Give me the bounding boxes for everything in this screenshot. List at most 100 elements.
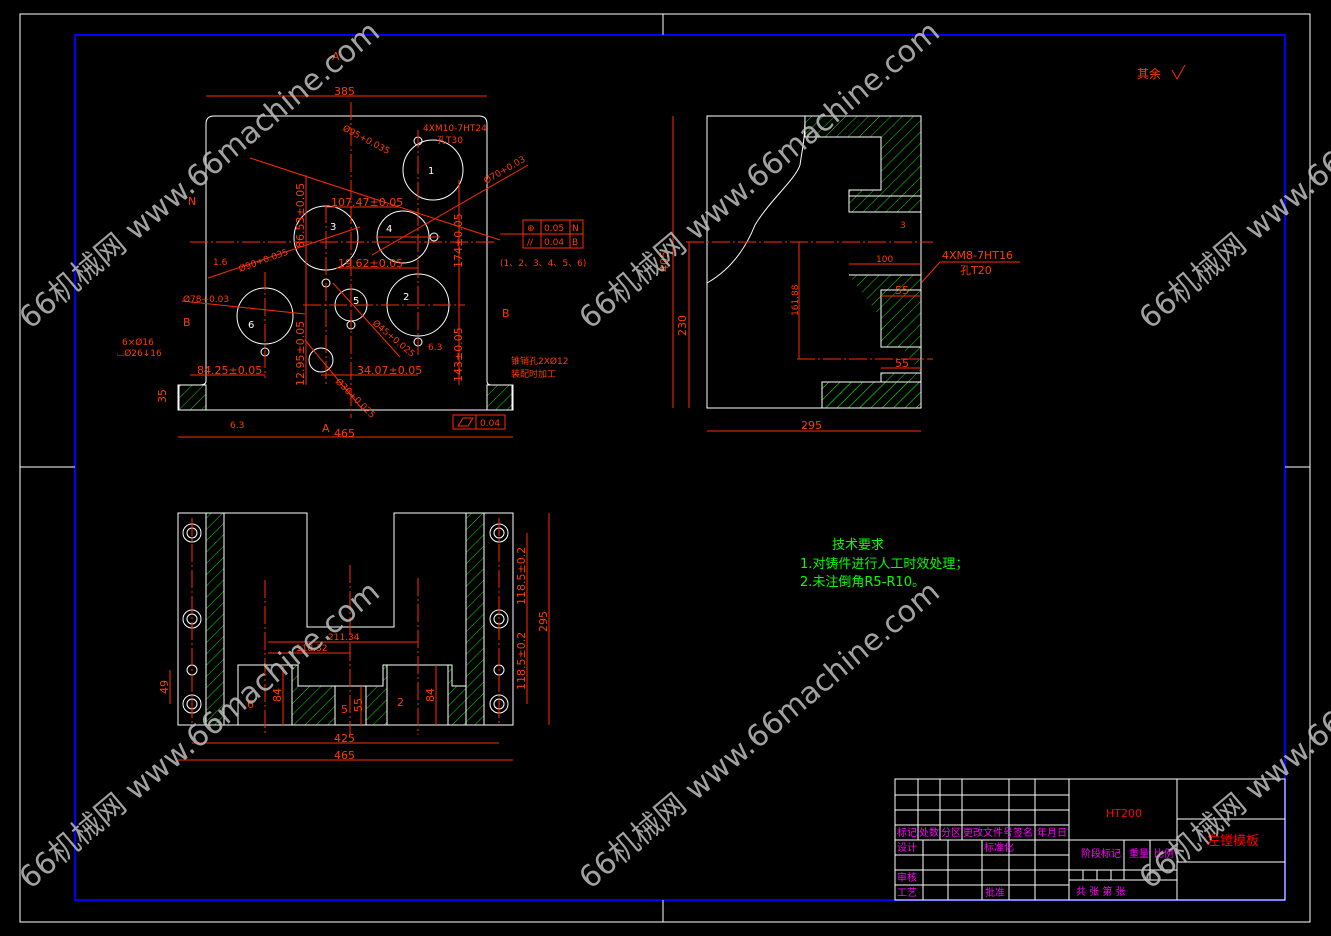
roughness-6-3-b: 6.3	[428, 343, 442, 353]
thread-depth-note: 孔T30	[437, 135, 463, 146]
drawing-frame	[74, 34, 1286, 901]
tech-req-title: 技术要求	[832, 538, 884, 553]
taper-pin-note: 锥销孔2XØ12	[511, 355, 568, 367]
bore-label-2: 2	[403, 292, 409, 303]
dim-425: 425	[334, 732, 355, 745]
dim-49: 49	[158, 680, 171, 694]
front-view: 1 2 3 4 5 6 385 465 35 A A B B N 4XM10-7…	[117, 50, 586, 440]
svg-text://: //	[527, 238, 534, 248]
section-b-left: B	[183, 316, 191, 329]
thread-note-m8: 4XM8-7HT16	[942, 249, 1013, 262]
roughness-symbol	[1171, 64, 1186, 81]
tolerance-frame-flatness: 0.04	[452, 414, 506, 430]
dim-dia-78: Ø78+0.03	[183, 294, 229, 305]
dim-211-34: 211.34	[328, 633, 360, 643]
dim-86-53: 86.53±0.05	[294, 183, 307, 248]
dim-84-25: 84.25±0.05	[197, 364, 262, 377]
tb-sheets: 共 张 第 张	[1076, 885, 1126, 898]
svg-text:66机械网 www.66machine.com: 66机械网 www.66machine.com	[13, 574, 387, 896]
tb-header-signature: 签名	[1013, 826, 1033, 839]
surface-roughness-note: 其余	[1137, 66, 1161, 81]
datum-n: N	[188, 195, 196, 208]
title-block: HT200 左镗模板 标记 处数 分区 更改文件号 签名 年月日 设计 标准化 …	[894, 778, 1286, 901]
watermarks: 66机械网 www.66machine.com 66机械网 www.66mach…	[13, 14, 1331, 896]
bore-label-3: 3	[330, 222, 336, 233]
dim-118-5-lower: 118.5±0.2	[515, 632, 528, 690]
dim-465-bottom: 465	[334, 749, 355, 762]
dim-295-bottom: 295	[537, 611, 550, 632]
material-label: HT200	[1106, 807, 1142, 820]
dim-161-88: 161.88	[791, 284, 801, 316]
bottom-label-5: 5	[341, 703, 348, 716]
tb-header-change-doc: 更改文件号	[963, 826, 1013, 839]
dim-55-upper: 55	[895, 284, 909, 297]
bore-label-1: 1	[428, 166, 434, 177]
section-a-bottom: A	[322, 422, 330, 435]
svg-text:66机械网 www.66machine.com: 66机械网 www.66machine.com	[1133, 14, 1331, 336]
tech-req-item-2: 2.未注倒角R5-R10。	[800, 575, 925, 590]
svg-text:B: B	[572, 238, 578, 248]
dim-405: 405	[658, 251, 671, 272]
svg-text:0.04: 0.04	[480, 419, 500, 429]
dim-dia-95: Ø95+0.035	[341, 123, 392, 157]
svg-text:0.04: 0.04	[544, 238, 564, 248]
tb-header-date: 年月日	[1037, 826, 1067, 839]
counterbore-note: ⌴Ø26↓16	[117, 348, 162, 359]
dim-55-lower: 55	[895, 357, 909, 370]
side-bore-label: 3	[900, 221, 906, 231]
dim-118-32: 118.32	[296, 644, 328, 654]
svg-text:66机械网 www.66machine.com: 66机械网 www.66machine.com	[573, 574, 947, 896]
bore-label-5: 5	[353, 296, 359, 307]
dim-55-bottom: 55	[352, 698, 365, 712]
dim-dia-90: Ø90+0.035	[237, 247, 289, 275]
tb-stage-mark: 阶段标记	[1081, 847, 1121, 860]
dim-12-95: 12.95±0.05	[294, 321, 307, 386]
outer-sheet-border	[19, 13, 1311, 923]
tb-scale: 比例	[1154, 847, 1174, 860]
bore-label-6: 6	[248, 320, 254, 331]
bottom-label-2: 2	[397, 696, 404, 709]
dim-230: 230	[676, 315, 689, 336]
tolerance-holes-list: (1、2、3、4、5、6)	[500, 259, 586, 269]
svg-text:⊕: ⊕	[527, 224, 535, 234]
tb-approve: 批准	[985, 886, 1005, 899]
dim-295: 295	[801, 419, 822, 432]
tb-standardize: 标准化	[984, 841, 1014, 854]
tb-header-mark: 标记	[897, 827, 917, 839]
thread-depth-m8: 孔T20	[960, 264, 992, 277]
technical-requirements: 技术要求 1.对铸件进行人工时效处理； 2.未注倒角R5-R10。	[800, 538, 968, 590]
section-a-top: A	[332, 50, 340, 63]
dim-100: 100	[876, 255, 893, 265]
svg-text:66机械网 www.66machine.com: 66机械网 www.66machine.com	[13, 14, 387, 336]
svg-text:N: N	[572, 224, 579, 234]
dim-465: 465	[334, 427, 355, 440]
tb-weight: 重量	[1129, 847, 1149, 860]
bore-label-4: 4	[386, 224, 392, 235]
tb-process: 工艺	[897, 887, 917, 899]
tech-req-item-1: 1.对铸件进行人工时效处理；	[800, 556, 968, 572]
svg-text:0.05: 0.05	[544, 224, 564, 234]
tb-review: 审核	[897, 871, 917, 884]
dim-dia-36: Ø36+0.025	[333, 376, 377, 420]
tb-header-count: 处数	[919, 826, 939, 839]
dim-35: 35	[156, 389, 169, 403]
bottom-label-6: 6	[247, 698, 254, 711]
dim-19-62: 19.62±0.05	[338, 257, 403, 270]
thread-note-m10: 4XM10-7HT24	[423, 124, 487, 134]
dim-84-right: 84	[424, 688, 437, 702]
dim-84-left: 84	[271, 688, 284, 702]
part-name: 左镗模板	[1207, 834, 1259, 849]
dim-174: 174±0.05	[452, 213, 465, 268]
tb-header-zone: 分区	[941, 827, 961, 839]
tolerance-frame-position: ⊕ // 0.05 0.04 N B	[500, 219, 584, 249]
dim-107-47: 107.47±0.05	[331, 196, 403, 209]
bottom-section-view: 465 425 295 118.5±0.2 118.5±0.2 211.34 1…	[158, 512, 550, 762]
section-b-right: B	[502, 307, 510, 320]
dim-34-07: 34.07±0.05	[357, 364, 422, 377]
centering-marks	[20, 14, 1310, 922]
dim-385: 385	[334, 85, 355, 98]
side-section-view: 405 230 295 100 161.88 55 55 3 4XM8-7HT1…	[658, 115, 1020, 432]
assembly-note: 装配时加工	[511, 368, 556, 380]
holes-note: 6×Ø16	[122, 337, 154, 348]
